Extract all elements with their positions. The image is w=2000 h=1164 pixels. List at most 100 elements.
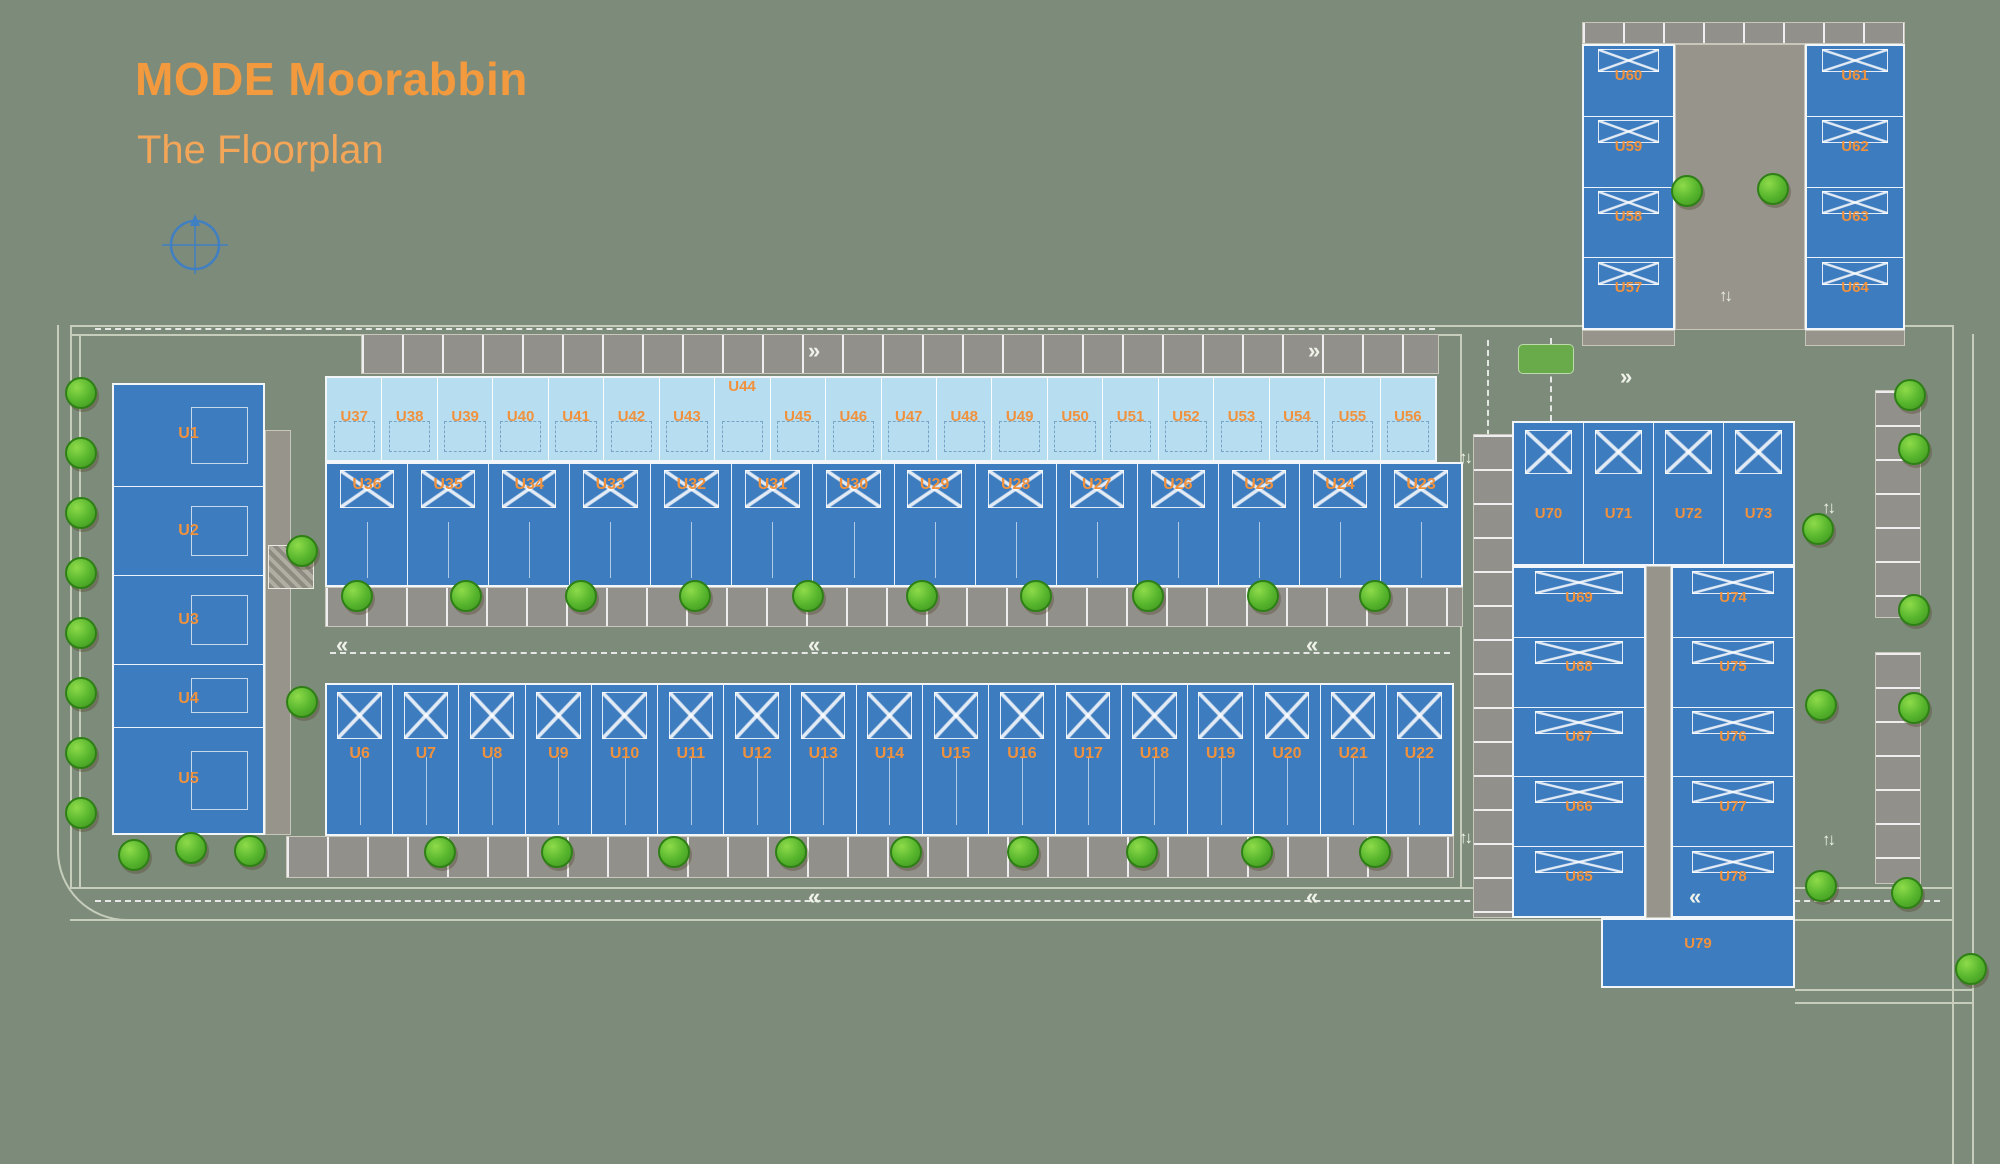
unit-u79: U79 [1603,920,1793,986]
tree [65,797,97,829]
unit-label: U32 [676,476,707,493]
unit-label: U19 [1205,744,1236,762]
unit-label: U50 [1061,408,1089,425]
unit-u34: U34 [488,464,569,585]
unit-u56: U56 [1379,378,1435,460]
tree [1359,580,1391,612]
unit-u11: U11 [657,685,723,834]
unit-label: U75 [1719,658,1747,676]
tree [541,836,573,868]
unit-label: U46 [839,408,868,425]
unit-label: U28 [1000,476,1031,493]
unit-label: U29 [919,476,950,493]
unit-label: U17 [1073,744,1103,762]
page-title: MODE Moorabbin [135,53,528,105]
right-chevron-icon: » [1620,364,1633,389]
unit-label: U66 [1565,798,1593,816]
tree [1894,379,1926,411]
unit-u75: U75 [1673,636,1793,707]
up-down-arrow-icon: ↑↓ [1459,448,1473,467]
compass-icon [160,210,230,285]
unit-u44 [714,378,769,460]
unit-label: U4 [178,689,199,707]
unit-u76: U76 [1673,706,1793,777]
up-down-arrow-icon: ↑↓ [1719,286,1733,305]
unit-label: U54 [1283,408,1311,425]
unit-u12: U12 [723,685,789,834]
unit-label: U16 [1007,744,1037,762]
unit-u67: U67 [1514,706,1644,777]
unit-label: U2 [178,522,199,540]
unit-label: U11 [676,744,706,762]
unit-label: U30 [838,476,869,493]
unit-label: U37 [340,408,368,425]
tree [234,835,266,867]
unit-label: U9 [548,744,569,762]
unit-u41: U41 [547,378,603,460]
page-subtitle: The Floorplan [137,128,384,172]
walkway-west [265,430,291,835]
unit-u65: U65 [1514,846,1644,916]
unit-label: U41 [562,408,590,425]
unit-u2: U2 [114,486,263,575]
left-chevron-icon: « [1689,884,1702,909]
parking-strip-top [361,334,1439,374]
unit-label: U62 [1841,137,1869,155]
unit-label: U67 [1565,728,1593,746]
unit-u5: U5 [114,726,263,834]
tree [118,839,150,871]
unit-label: U14 [874,744,905,762]
road-line [57,325,59,836]
unit-u30: U30 [812,464,893,585]
unit-label: U34 [514,476,544,493]
tree [341,580,373,612]
unit-label: U1 [178,425,199,443]
unit-label: U47 [894,408,923,425]
unit-u47: U47 [880,378,936,460]
building-northeast-right: U61 U62 U63 U64 [1805,44,1905,330]
unit-u37: U37 [327,378,381,460]
unit-label: U61 [1841,66,1869,84]
unit-label: U65 [1565,867,1593,885]
tree [906,580,938,612]
unit-u16: U16 [988,685,1054,834]
road-line [70,887,1952,889]
unit-label: U10 [609,744,640,762]
unit-u61: U61 [1807,46,1903,116]
unit-u6: U6 [327,685,392,834]
unit-label: U23 [1406,476,1436,493]
unit-u43: U43 [658,378,714,460]
unit-label: U64 [1841,279,1869,297]
unit-u59: U59 [1584,115,1673,187]
tree [1898,692,1930,724]
unit-u32: U32 [650,464,731,585]
tree [175,832,207,864]
unit-u20: U20 [1253,685,1319,834]
unit-label: U45 [784,408,812,425]
unit-u39: U39 [436,378,492,460]
unit-u7: U7 [392,685,458,834]
unit-label: U39 [451,408,479,425]
tree [1955,953,1987,985]
unit-label: U43 [673,408,701,425]
unit-u73: U73 [1723,423,1793,564]
tree [1126,836,1158,868]
unit-label: U22 [1404,744,1435,762]
unit-label: U77 [1719,798,1747,816]
left-chevron-icon: « [1306,884,1319,909]
road-line [70,919,1952,921]
unit-label: U13 [808,744,838,762]
unit-label: U57 [1614,279,1643,297]
parking-strip-east-inner [1473,434,1513,918]
tree [65,497,97,529]
unit-u18: U18 [1120,685,1187,834]
parking-strip-bottom [286,836,1454,878]
up-down-arrow-icon: ↑↓ [1822,830,1836,849]
unit-u53: U53 [1213,378,1268,460]
unit-u55: U55 [1324,378,1379,460]
tree [1805,870,1837,902]
unit-label: U71 [1604,504,1633,522]
parking-strip-east-outer-2 [1875,652,1921,884]
unit-label: U7 [415,744,437,762]
unit-u22: U22 [1385,685,1452,834]
